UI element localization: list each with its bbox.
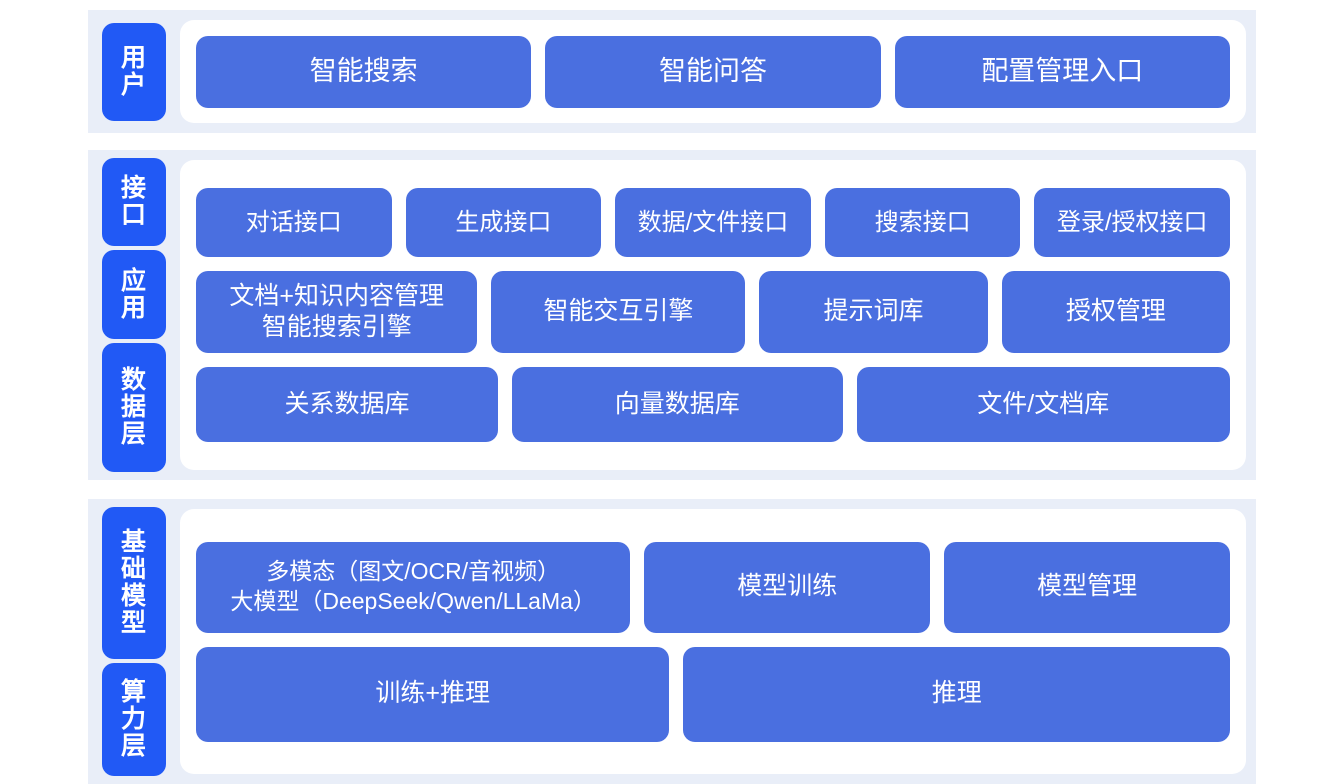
box-smart-qa[interactable]: 智能问答 [545,35,881,108]
layer-tab-compute-label: 算力层 [120,678,147,760]
box-multimodal-large-model[interactable]: 多模态（图文/OCR/音视频） 大模型（DeepSeek/Qwen/LLaMa） [196,541,631,633]
section-middle-tab-rail: 接口 应用 数据层 [88,150,180,480]
box-search-api[interactable]: 搜索接口 [824,188,1021,257]
model-row: 多模态（图文/OCR/音视频） 大模型（DeepSeek/Qwen/LLaMa）… [196,541,1230,633]
layer-tab-application-label: 应用 [120,266,147,322]
interface-row: 对话接口 生成接口 数据/文件接口 搜索接口 登录/授权接口 [196,188,1230,257]
section-user: 用户 智能搜索 智能问答 配置管理入口 [88,10,1256,133]
layer-tab-interface[interactable]: 接口 [102,158,166,247]
box-model-management[interactable]: 模型管理 [944,541,1230,633]
box-dialog-api[interactable]: 对话接口 [196,188,392,257]
box-prompt-library[interactable]: 提示词库 [759,271,988,353]
box-smart-interaction-engine[interactable]: 智能交互引擎 [491,271,746,353]
section-middle-panel: 对话接口 生成接口 数据/文件接口 搜索接口 登录/授权接口 文档+知识内容管理… [180,160,1246,470]
section-base-panel: 多模态（图文/OCR/音视频） 大模型（DeepSeek/Qwen/LLaMa）… [180,509,1246,774]
layer-tab-data-label: 数据层 [120,366,147,448]
layer-tab-interface-label: 接口 [120,174,147,230]
user-row: 智能搜索 智能问答 配置管理入口 [196,35,1230,108]
data-row: 关系数据库 向量数据库 文件/文档库 [196,367,1230,442]
box-data-file-api[interactable]: 数据/文件接口 [615,188,811,257]
box-login-auth-api[interactable]: 登录/授权接口 [1034,188,1230,257]
box-model-training[interactable]: 模型训练 [644,541,931,633]
layer-tab-compute[interactable]: 算力层 [102,662,166,776]
layer-tab-data[interactable]: 数据层 [102,342,166,472]
compute-row: 训练+推理 推理 [196,646,1230,742]
box-authorization-management[interactable]: 授权管理 [1001,271,1231,353]
section-user-panel: 智能搜索 智能问答 配置管理入口 [180,20,1246,123]
box-inference[interactable]: 推理 [683,646,1230,742]
section-base-tab-rail: 基础模型 算力层 [88,499,180,784]
layer-tab-foundation-model-label: 基础模型 [120,528,147,637]
box-doc-knowledge-management[interactable]: 文档+知识内容管理 智能搜索引擎 [196,271,478,353]
box-training-and-inference[interactable]: 训练+推理 [196,646,670,742]
layer-tab-foundation-model[interactable]: 基础模型 [102,507,166,659]
box-relational-database[interactable]: 关系数据库 [196,367,498,442]
box-smart-search[interactable]: 智能搜索 [196,35,532,108]
application-row: 文档+知识内容管理 智能搜索引擎 智能交互引擎 提示词库 授权管理 [196,271,1231,353]
section-middle: 接口 应用 数据层 对话接口 生成接口 数据/文件接口 搜索接口 登录/授权接口… [88,150,1256,480]
section-base: 基础模型 算力层 多模态（图文/OCR/音视频） 大模型（DeepSeek/Qw… [88,499,1256,784]
box-generate-api[interactable]: 生成接口 [405,188,602,257]
layer-tab-user-label: 用户 [120,43,147,99]
box-config-management-entry[interactable]: 配置管理入口 [894,35,1230,108]
box-vector-database[interactable]: 向量数据库 [511,367,843,442]
box-file-document-store[interactable]: 文件/文档库 [856,367,1230,442]
section-user-tab-rail: 用户 [88,10,180,133]
layer-tab-application[interactable]: 应用 [102,250,166,339]
layer-tab-user[interactable]: 用户 [102,22,166,121]
